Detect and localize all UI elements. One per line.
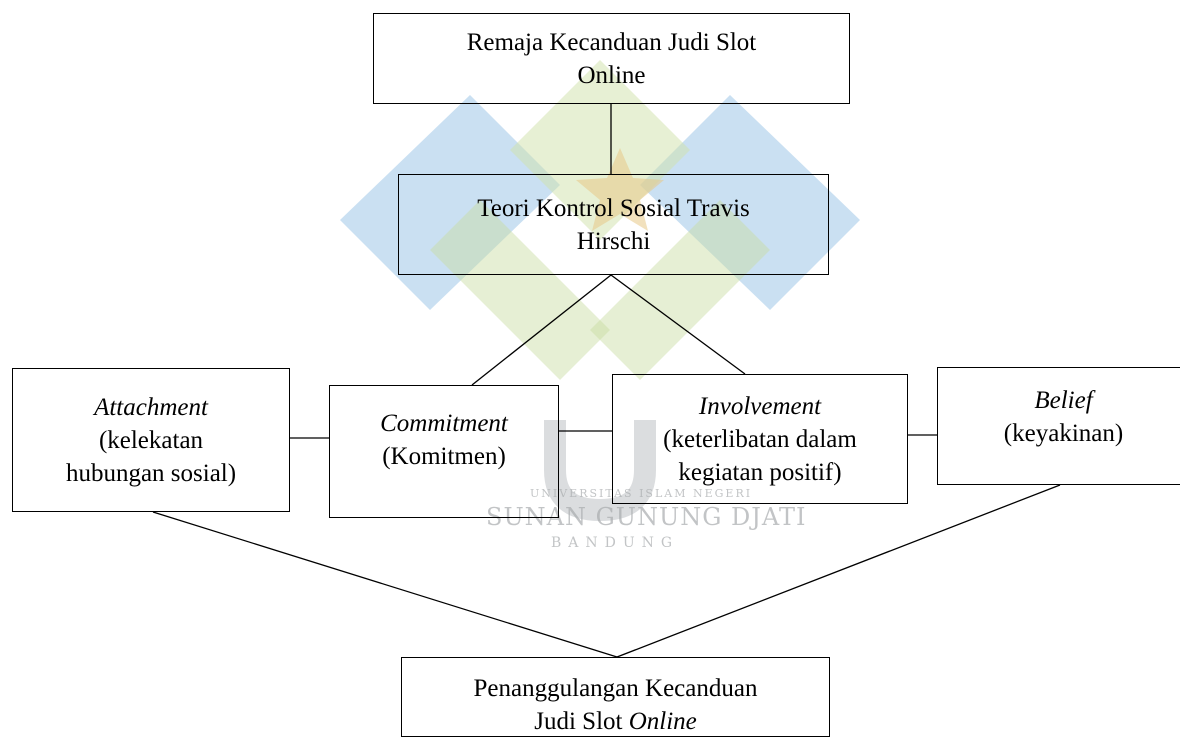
box-involvement: Involvement (keterlibatan dalam kegiatan… [612,374,908,504]
box-belief-title: Belief [1034,387,1093,414]
connector-theory-to-commitment [471,274,612,386]
box-theory-line2: Hirschi [576,227,651,255]
box-top-line2: Online [577,61,646,89]
box-remaja-kecanduan: Remaja Kecanduan Judi Slot Online [373,13,850,104]
box-bottom-line1: Penanggulangan Kecanduan [473,675,758,702]
box-attachment-title: Attachment [94,393,208,421]
box-bottom-line2: Judi Slot Online [534,705,697,738]
box-theory-line1: Teori Kontrol Sosial Travis [477,194,750,222]
box-involvement-title: Involvement [698,392,822,420]
watermark-u-letter [544,420,656,522]
box-bottom-line2-plain: Judi Slot [534,708,629,735]
watermark-logo [340,60,860,522]
watermark-line1: UNIVERSITAS ISLAM NEGERI [530,487,753,500]
box-belief-line1: (keyakinan) [1003,420,1124,447]
connector-attachment-to-bottom [152,511,618,658]
watermark-star [576,148,664,231]
box-bottom-line2-italic: Online [628,708,697,735]
box-commitment-line1: (Komitmen) [382,443,506,470]
box-attachment: Attachment (kelekatan hubungan sosial) [12,368,290,512]
connector-theory-to-involvement [610,274,746,375]
box-top-line1: Remaja Kecanduan Judi Slot [466,28,757,56]
box-teori-kontrol-sosial: Teori Kontrol Sosial Travis Hirschi [398,174,829,275]
watermark-left-diamond [340,95,560,310]
box-involvement-line2: kegiatan positif) [678,458,842,486]
box-attachment-line2: hubungan sosial) [65,459,237,487]
watermark-right-diamond [640,95,860,310]
box-commitment-title: Commitment [380,410,508,437]
watermark-line3: BANDUNG [551,535,680,551]
box-involvement-line1: (keterlibatan dalam [663,425,857,453]
watermark-lower-right [590,200,770,380]
box-penanggulangan: Penanggulangan Kecanduan Judi Slot Onlin… [401,657,830,737]
box-commitment: Commitment (Komitmen) [329,385,559,518]
box-attachment-line1: (kelekatan [98,426,204,454]
box-belief: Belief (keyakinan) [937,367,1180,485]
watermark-lower-left [430,200,610,380]
connector-belief-to-bottom [616,484,1061,658]
